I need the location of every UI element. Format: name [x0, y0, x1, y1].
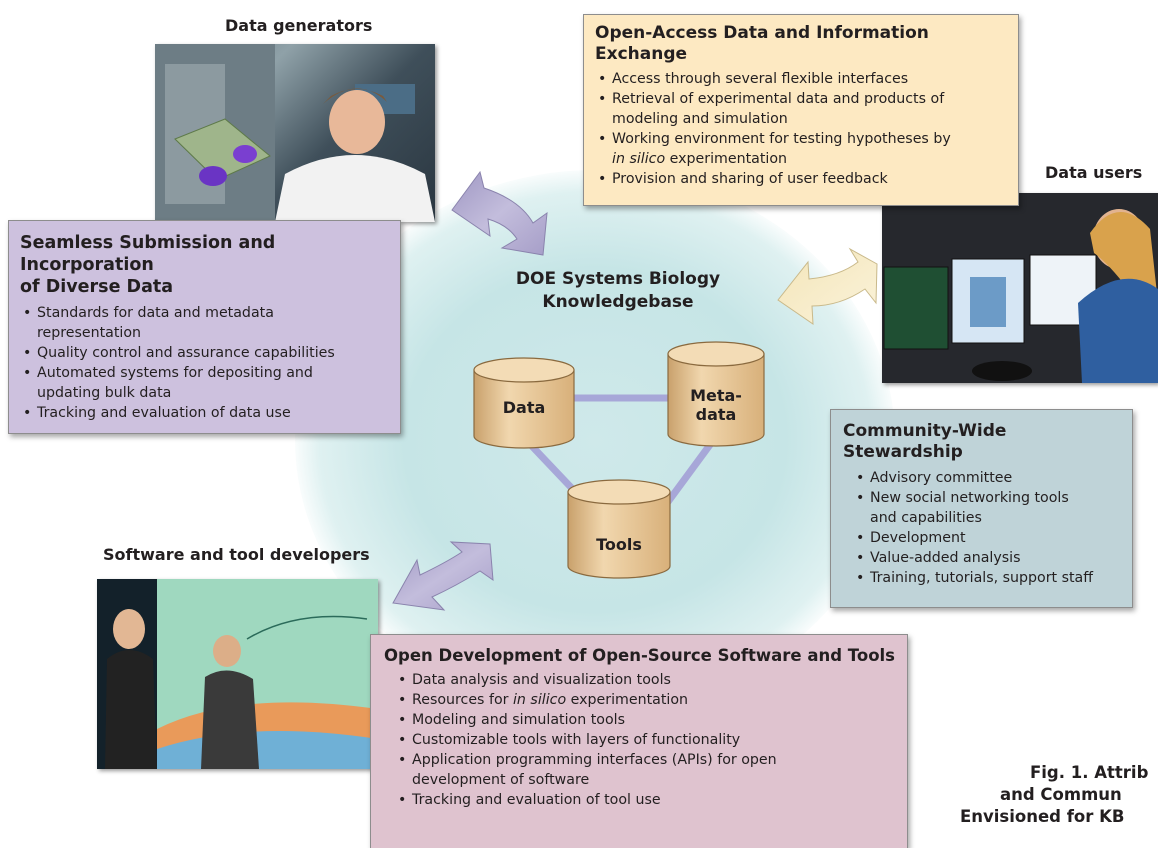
data-cylinder [473, 357, 575, 449]
list-item: •Modeling and simulation tools [398, 712, 625, 728]
list-item: •Retrieval of experimental data and prod… [598, 91, 945, 127]
list-item: •Development [856, 530, 966, 546]
list-item: •Customizable tools with layers of funct… [398, 732, 741, 748]
data-user-photo [882, 193, 1158, 383]
double-arrow-generators [451, 170, 548, 256]
figure-caption: Fig. 1. Attrib and Commun Envisioned for… [960, 763, 1149, 826]
metadata-cylinder-label: Meta-data [690, 386, 742, 424]
double-arrow-users [777, 247, 878, 325]
open-access-title: Open-Access Data and Information Exchang… [595, 23, 929, 64]
lab-scientist-photo [155, 44, 435, 222]
list-item: •Tracking and evaluation of data use [23, 405, 291, 421]
list-item: •Data analysis and visualization tools [398, 672, 671, 688]
list-item: •Provision and sharing of user feedback [598, 171, 888, 187]
data-generators-heading: Data generators [225, 16, 373, 35]
open-access-box: Open-Access Data and Information Exchang… [583, 14, 1019, 206]
metadata-cylinder [667, 341, 765, 447]
data-cylinder-label: Data [502, 398, 546, 417]
stewardship-box: Community-Wide Stewardship •Advisory com… [830, 409, 1133, 608]
list-item: •Tracking and evaluation of tool use [398, 792, 661, 808]
list-item: •Value-added analysis [856, 550, 1021, 566]
developers-photo [97, 579, 378, 769]
open-dev-title: Open Development of Open-Source Software… [384, 646, 896, 665]
list-item: •Resources for in silico experimentation [398, 692, 689, 708]
software-developers-heading: Software and tool developers [103, 545, 370, 564]
list-item: •Working environment for testing hypothe… [598, 131, 951, 167]
data-users-heading: Data users [1045, 163, 1143, 182]
list-item: •Access through several flexible interfa… [598, 71, 909, 87]
stewardship-title: Community-Wide Stewardship [843, 421, 1007, 462]
list-item: •Advisory committee [856, 470, 1013, 486]
open-dev-box: Open Development of Open-Source Software… [370, 634, 908, 848]
tools-cylinder [567, 479, 671, 579]
tools-cylinder-label: Tools [596, 535, 642, 554]
list-item: •Training, tutorials, support staff [856, 570, 1094, 586]
list-item: •Quality control and assurance capabilit… [23, 345, 335, 361]
list-item: •Application programming interfaces (API… [398, 752, 777, 788]
double-arrow-developers [392, 541, 494, 611]
